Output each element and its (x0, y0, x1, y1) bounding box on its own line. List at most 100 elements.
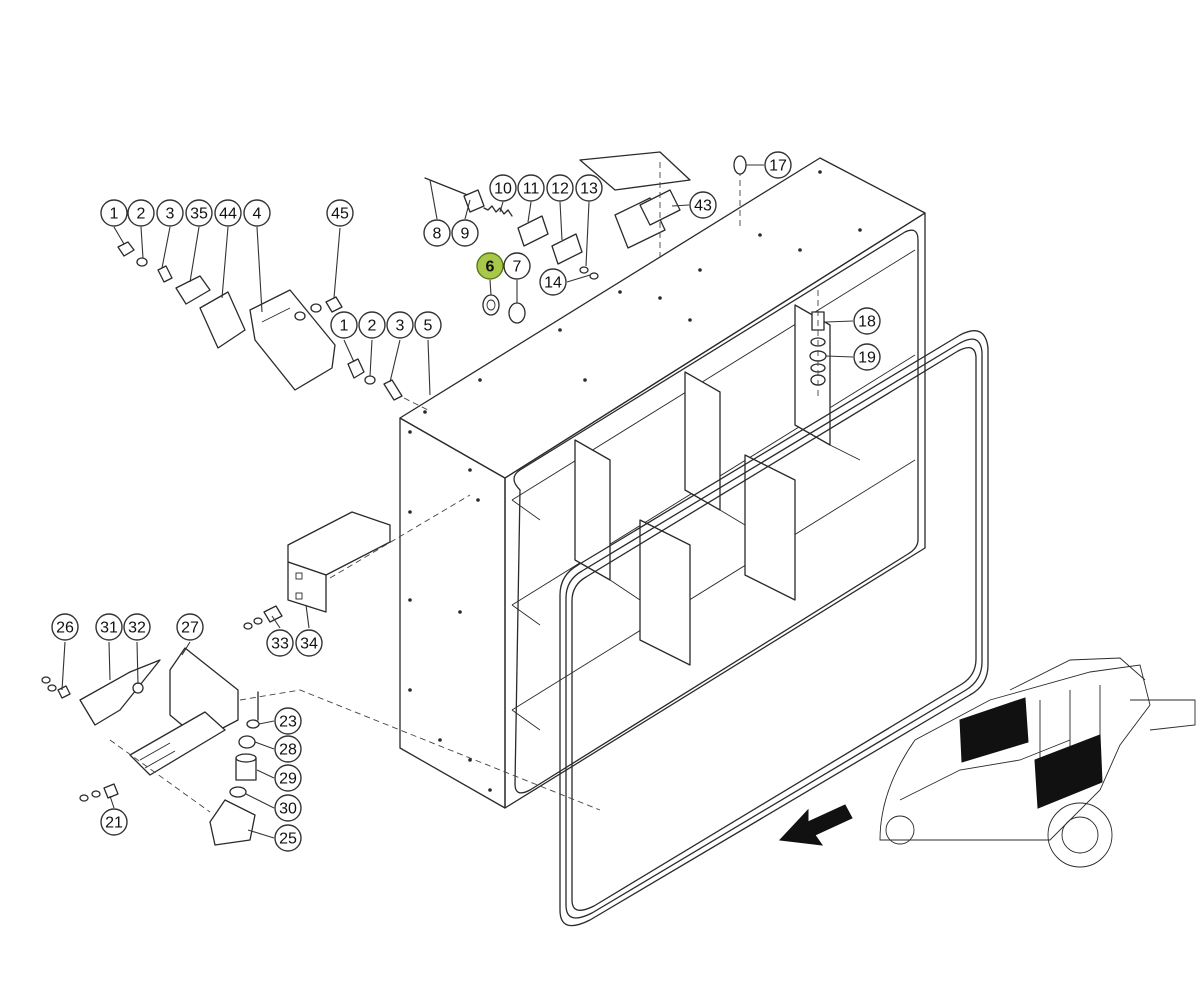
cover-plate-34 (243, 494, 471, 630)
callout-number: 18 (858, 314, 876, 331)
callout-circle (414, 311, 442, 339)
callout-number: 14 (544, 275, 562, 292)
callout-1[interactable]: 1 (330, 311, 358, 339)
callout-1[interactable]: 1 (100, 199, 128, 227)
callout-5[interactable]: 5 (414, 311, 442, 339)
callout-32[interactable]: 32 (123, 613, 151, 641)
callout-3[interactable]: 3 (386, 311, 414, 339)
latch-assembly (117, 241, 429, 411)
callout-30[interactable]: 30 (274, 794, 302, 822)
callout-34[interactable]: 34 (295, 629, 323, 657)
callout-number: 43 (694, 198, 712, 215)
leader-lines (61, 164, 854, 839)
callout-circle (243, 199, 271, 227)
callout-number: 45 (331, 206, 349, 223)
callout-13[interactable]: 13 (575, 174, 603, 202)
callout-4[interactable]: 4 (243, 199, 271, 227)
mount-assembly (41, 647, 601, 846)
rubber-seal-frame (559, 330, 989, 927)
callout-number: 26 (56, 620, 74, 637)
callout-number: 33 (271, 636, 289, 653)
callout-6-highlighted[interactable]: 6 (476, 252, 504, 280)
callout-17[interactable]: 17 (764, 151, 792, 179)
callout-9[interactable]: 9 (451, 219, 479, 247)
callout-circle (330, 311, 358, 339)
callout-14[interactable]: 14 (539, 268, 567, 296)
callout-21[interactable]: 21 (100, 808, 128, 836)
callout-circle (503, 252, 531, 280)
callout-number: 11 (523, 181, 540, 198)
callout-number: 3 (166, 206, 175, 223)
bolt-stack-18-19 (809, 290, 827, 400)
callout-circle (853, 343, 881, 371)
callout-23[interactable]: 23 (274, 707, 302, 735)
callout-25[interactable]: 25 (274, 824, 302, 852)
callout-circle (266, 629, 294, 657)
callout-number: 6 (486, 259, 495, 276)
callout-circle (274, 764, 302, 792)
callout-circle (156, 199, 184, 227)
callout-circle (274, 794, 302, 822)
callout-circle (853, 307, 881, 335)
callout-number: 7 (513, 259, 522, 276)
callout-circle (100, 199, 128, 227)
callout-circle (274, 707, 302, 735)
callout-number: 31 (100, 620, 118, 637)
callout-number: 44 (219, 206, 237, 223)
callout-circle (476, 252, 504, 280)
callout-circle (274, 824, 302, 852)
callout-27[interactable]: 27 (176, 613, 204, 641)
callout-3[interactable]: 3 (156, 199, 184, 227)
callout-circle (517, 174, 545, 202)
callout-7[interactable]: 7 (503, 252, 531, 280)
callout-circle (386, 311, 414, 339)
callout-number: 12 (551, 181, 569, 198)
callout-circle (100, 808, 128, 836)
callout-number: 34 (300, 636, 318, 653)
callout-number: 10 (494, 181, 512, 198)
callout-18[interactable]: 18 (853, 307, 881, 335)
callout-number: 29 (279, 771, 297, 788)
callout-29[interactable]: 29 (274, 764, 302, 792)
callout-10[interactable]: 10 (489, 174, 517, 202)
main-box-frame (399, 157, 926, 809)
callout-26[interactable]: 26 (51, 613, 79, 641)
callout-number: 4 (253, 206, 262, 223)
callout-number: 19 (858, 350, 876, 367)
callout-2[interactable]: 2 (358, 311, 386, 339)
callout-circle (575, 174, 603, 202)
callout-44[interactable]: 44 (214, 199, 242, 227)
hinge-spring-assembly (424, 151, 747, 324)
callout-number: 35 (190, 206, 208, 223)
callout-circle (123, 613, 151, 641)
callout-31[interactable]: 31 (95, 613, 123, 641)
callout-circle (539, 268, 567, 296)
callout-number: 17 (769, 158, 787, 175)
callout-11[interactable]: 11 (517, 174, 545, 202)
callout-number: 13 (580, 181, 598, 198)
callout-2[interactable]: 2 (127, 199, 155, 227)
callout-43[interactable]: 43 (689, 191, 717, 219)
callout-19[interactable]: 19 (853, 343, 881, 371)
callout-45[interactable]: 45 (326, 199, 354, 227)
callout-circle (176, 613, 204, 641)
callout-circle (689, 191, 717, 219)
callout-number: 28 (279, 742, 297, 759)
callout-number: 2 (137, 206, 146, 223)
callout-28[interactable]: 28 (274, 735, 302, 763)
callout-35[interactable]: 35 (185, 199, 213, 227)
callout-number: 25 (279, 831, 297, 848)
callout-number: 8 (433, 226, 442, 243)
callout-circle (423, 219, 451, 247)
callout-circle (764, 151, 792, 179)
callout-number: 27 (181, 620, 199, 637)
callout-33[interactable]: 33 (266, 629, 294, 657)
callout-number: 1 (110, 206, 119, 223)
callout-12[interactable]: 12 (546, 174, 574, 202)
callout-8[interactable]: 8 (423, 219, 451, 247)
callout-number: 30 (279, 801, 297, 818)
callout-number: 23 (279, 714, 297, 731)
callout-number: 21 (105, 815, 123, 832)
